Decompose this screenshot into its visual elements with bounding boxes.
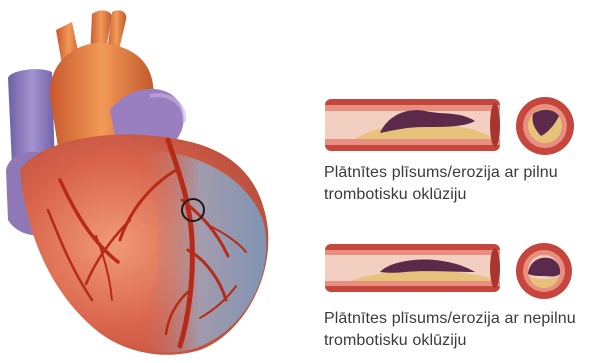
- vessel-cross-section-full: [515, 96, 575, 156]
- caption-partial-occlusion: Plātnītes plīsums/erozija ar nepilnu tro…: [324, 308, 576, 352]
- caption-full-occlusion: Plātnītes plīsums/erozija ar pilnu tromb…: [324, 162, 558, 206]
- caption-line-2: trombotisku oklūziju: [324, 184, 558, 206]
- caption-line-1: Plātnītes plīsums/erozija ar pilnu: [324, 162, 558, 184]
- vessel-longitudinal-full: [325, 97, 500, 153]
- heart-illustration: [0, 0, 300, 363]
- vessel-longitudinal-partial: [325, 242, 500, 294]
- caption-line-2: trombotisku oklūziju: [324, 330, 576, 352]
- caption-line-1: Plātnītes plīsums/erozija ar nepilnu: [324, 308, 576, 330]
- vessel-cross-section-partial: [515, 242, 573, 300]
